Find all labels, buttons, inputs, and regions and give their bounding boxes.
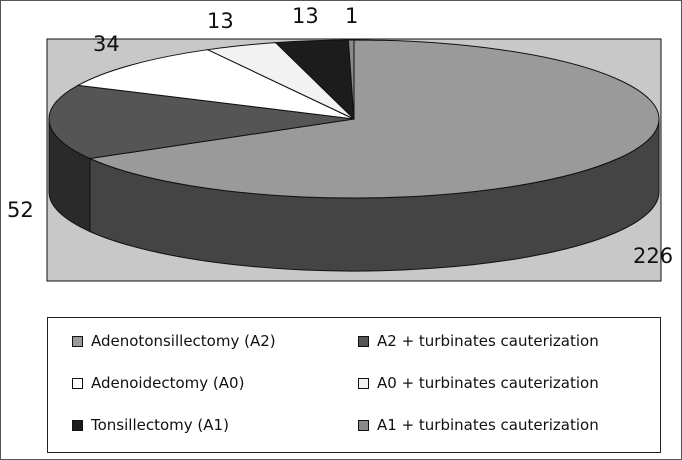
data-label-3: 13 [207, 9, 234, 33]
data-label-5: 1 [345, 4, 358, 28]
legend-item-tonsillectomy: Tonsillectomy (A1) [72, 416, 229, 434]
legend: Adenotonsillectomy (A2) A2 + turbinates … [47, 317, 661, 453]
pie-slice-1 [48, 84, 355, 160]
legend-label: A2 + turbinates cauterization [377, 332, 599, 350]
legend-label: Adenotonsillectomy (A2) [91, 332, 276, 350]
legend-label: Adenoidectomy (A0) [91, 374, 245, 392]
legend-swatch [358, 377, 369, 389]
legend-swatch [72, 419, 83, 431]
legend-swatch [72, 335, 83, 347]
legend-item-a2-turbinates: A2 + turbinates cauterization [358, 332, 599, 350]
pie-slice-0 [88, 39, 660, 199]
data-label-1: 52 [7, 198, 34, 222]
legend-swatch [72, 377, 83, 389]
legend-label: A0 + turbinates cauterization [377, 374, 599, 392]
data-label-2: 34 [93, 32, 120, 56]
legend-label: Tonsillectomy (A1) [91, 416, 229, 434]
legend-item-a1-turbinates: A1 + turbinates cauterization [358, 416, 599, 434]
legend-swatch [358, 335, 369, 347]
legend-swatch [358, 419, 369, 431]
data-label-0: 226 [633, 244, 673, 268]
legend-item-a0-turbinates: A0 + turbinates cauterization [358, 374, 599, 392]
data-label-4: 13 [292, 4, 319, 28]
legend-label: A1 + turbinates cauterization [377, 416, 599, 434]
legend-item-adenotonsillectomy: Adenotonsillectomy (A2) [72, 332, 276, 350]
pie-slice-5 [347, 39, 355, 120]
pie-chart: 226 52 34 13 13 1 [7, 4, 673, 282]
pie-slice-2 [76, 49, 355, 120]
legend-item-adenoidectomy: Adenoidectomy (A0) [72, 374, 244, 392]
